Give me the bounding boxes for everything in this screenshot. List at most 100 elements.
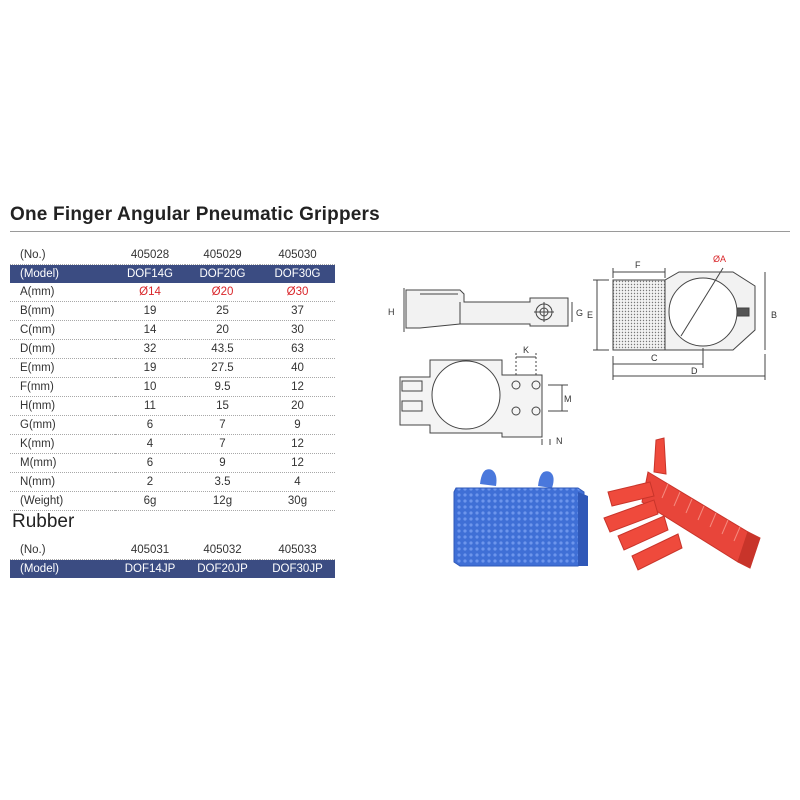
gripper-spec-table: (No.) 405028 405029 405030 (Model) DOF14… xyxy=(10,246,335,511)
table-row-number: (No.) 405031 405032 405033 xyxy=(10,541,335,560)
table-cell: 9.5 xyxy=(185,377,260,397)
row-label: F(mm) xyxy=(10,377,115,397)
table-cell: 7 xyxy=(185,415,260,435)
table-cell: 19 xyxy=(115,358,185,378)
table-cell: 4 xyxy=(260,472,335,492)
table-cell: 405033 xyxy=(260,541,335,560)
row-label: (Weight) xyxy=(10,491,115,511)
table-row-model: (Model) DOF14G DOF20G DOF30G xyxy=(10,264,335,283)
table-cell: 7 xyxy=(185,434,260,454)
bottom-view-drawing: K M N xyxy=(399,345,572,446)
blue-rubber-pad-image xyxy=(453,469,588,567)
table-row-number: (No.) 405028 405029 405030 xyxy=(10,246,335,265)
table-row: N(mm) 2 3.5 4 xyxy=(10,472,335,492)
row-label: K(mm) xyxy=(10,434,115,454)
table-cell: DOF30JP xyxy=(260,559,335,578)
table-row: E(mm) 19 27.5 40 xyxy=(10,358,335,378)
table-cell: 6 xyxy=(115,415,185,435)
table-cell: 14 xyxy=(115,320,185,340)
label-f: F xyxy=(635,260,641,270)
table-cell: DOF20G xyxy=(185,264,260,283)
table-cell: 12 xyxy=(260,377,335,397)
table-cell: 9 xyxy=(260,415,335,435)
label-e: E xyxy=(587,310,593,320)
row-label: D(mm) xyxy=(10,339,115,359)
table-cell: DOF30G xyxy=(260,264,335,283)
table-row: A(mm) Ø14 Ø20 Ø30 xyxy=(10,283,335,302)
table-row: H(mm) 11 15 20 xyxy=(10,396,335,416)
label-d: D xyxy=(691,366,698,376)
label-c: C xyxy=(651,353,658,363)
table-row-model: (Model) DOF14JP DOF20JP DOF30JP xyxy=(10,559,335,578)
row-label: (No.) xyxy=(10,541,115,560)
table-row: G(mm) 6 7 9 xyxy=(10,415,335,435)
table-cell: 32 xyxy=(115,339,185,359)
row-label: C(mm) xyxy=(10,320,115,340)
table-cell: 4 xyxy=(115,434,185,454)
table-cell: 19 xyxy=(115,301,185,321)
table-cell: 37 xyxy=(260,301,335,321)
rubber-spec-table: (No.) 405031 405032 405033 (Model) DOF14… xyxy=(10,541,335,578)
table-row: K(mm) 4 7 12 xyxy=(10,434,335,454)
table-cell: 30 xyxy=(260,320,335,340)
table-cell: 3.5 xyxy=(185,472,260,492)
label-b: B xyxy=(771,310,777,320)
table-cell: 20 xyxy=(260,396,335,416)
table-row: D(mm) 32 43.5 63 xyxy=(10,339,335,359)
table-cell: DOF20JP xyxy=(185,559,260,578)
table-cell: 20 xyxy=(185,320,260,340)
page-title: One Finger Angular Pneumatic Grippers xyxy=(10,204,380,225)
row-label: E(mm) xyxy=(10,358,115,378)
rubber-heading: Rubber xyxy=(12,511,75,532)
table-cell: 6g xyxy=(115,491,185,511)
row-label: B(mm) xyxy=(10,301,115,321)
table-row: (Weight) 6g 12g 30g xyxy=(10,491,335,511)
table-cell: Ø20 xyxy=(185,283,260,302)
table-cell: 10 xyxy=(115,377,185,397)
table-cell: 30g xyxy=(260,491,335,511)
title-rule xyxy=(10,231,790,232)
table-cell: DOF14JP xyxy=(115,559,185,578)
row-label: (Model) xyxy=(10,264,115,283)
table-row: F(mm) 10 9.5 12 xyxy=(10,377,335,397)
table-cell: 43.5 xyxy=(185,339,260,359)
label-phi-a: ØA xyxy=(713,254,726,264)
table-cell: 12g xyxy=(185,491,260,511)
table-cell: 11 xyxy=(115,396,185,416)
label-h: H xyxy=(388,307,395,317)
label-m: M xyxy=(564,394,572,404)
table-cell: 12 xyxy=(260,434,335,454)
table-cell: 2 xyxy=(115,472,185,492)
row-label: A(mm) xyxy=(10,283,115,302)
row-label: G(mm) xyxy=(10,415,115,435)
table-cell: 405031 xyxy=(115,541,185,560)
table-cell: 405028 xyxy=(115,246,185,265)
row-label: (No.) xyxy=(10,246,115,265)
table-cell: 405030 xyxy=(260,246,335,265)
table-cell: 6 xyxy=(115,453,185,473)
row-label: M(mm) xyxy=(10,453,115,473)
red-rubber-pad-image xyxy=(603,437,761,571)
table-cell: 405032 xyxy=(185,541,260,560)
label-n: N xyxy=(556,436,563,446)
row-label: N(mm) xyxy=(10,472,115,492)
table-cell: DOF14G xyxy=(115,264,185,283)
row-label: H(mm) xyxy=(10,396,115,416)
table-cell: 40 xyxy=(260,358,335,378)
top-view-drawing: F ØA E B C D xyxy=(587,254,777,380)
table-cell: 15 xyxy=(185,396,260,416)
table-cell: Ø30 xyxy=(260,283,335,302)
table-cell: 27.5 xyxy=(185,358,260,378)
label-g: G xyxy=(576,308,583,318)
table-row: B(mm) 19 25 37 xyxy=(10,301,335,321)
table-cell: 63 xyxy=(260,339,335,359)
table-cell: 25 xyxy=(185,301,260,321)
table-cell: 12 xyxy=(260,453,335,473)
table-row: M(mm) 6 9 12 xyxy=(10,453,335,473)
table-cell: 405029 xyxy=(185,246,260,265)
table-row: C(mm) 14 20 30 xyxy=(10,320,335,340)
side-view-drawing: H G xyxy=(388,288,583,332)
table-cell: Ø14 xyxy=(115,283,185,302)
table-cell: 9 xyxy=(185,453,260,473)
label-k: K xyxy=(523,345,529,355)
